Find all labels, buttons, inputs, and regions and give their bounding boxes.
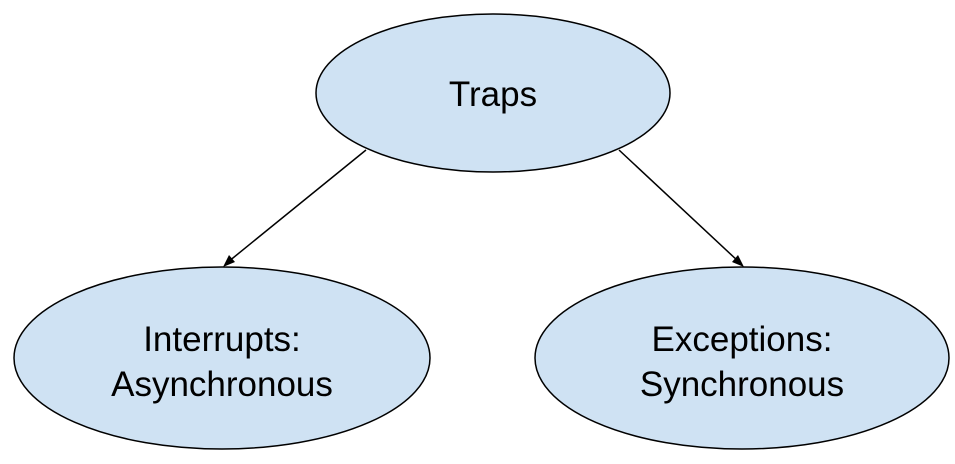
arrow-head-right — [732, 255, 744, 267]
edge-line-right — [618, 149, 740, 263]
node-interrupts-line2: Asynchronous — [111, 365, 333, 404]
node-interrupts: Interrupts: Asynchronous — [13, 266, 431, 450]
node-exceptions: Exceptions: Synchronous — [534, 266, 950, 450]
edge-root-to-right — [618, 149, 744, 267]
edge-root-to-left — [223, 149, 367, 267]
node-traps: Traps — [315, 13, 671, 173]
node-exceptions-line1: Exceptions: — [652, 320, 833, 359]
node-interrupts-shape — [13, 266, 431, 450]
node-traps-label: Traps — [449, 75, 537, 114]
edge-line-left — [227, 149, 367, 263]
arrow-head-left — [223, 255, 235, 267]
node-interrupts-line1: Interrupts: — [143, 320, 301, 359]
node-exceptions-line2: Synchronous — [640, 365, 844, 404]
node-traps-shape — [315, 13, 671, 173]
node-exceptions-shape — [534, 266, 950, 450]
